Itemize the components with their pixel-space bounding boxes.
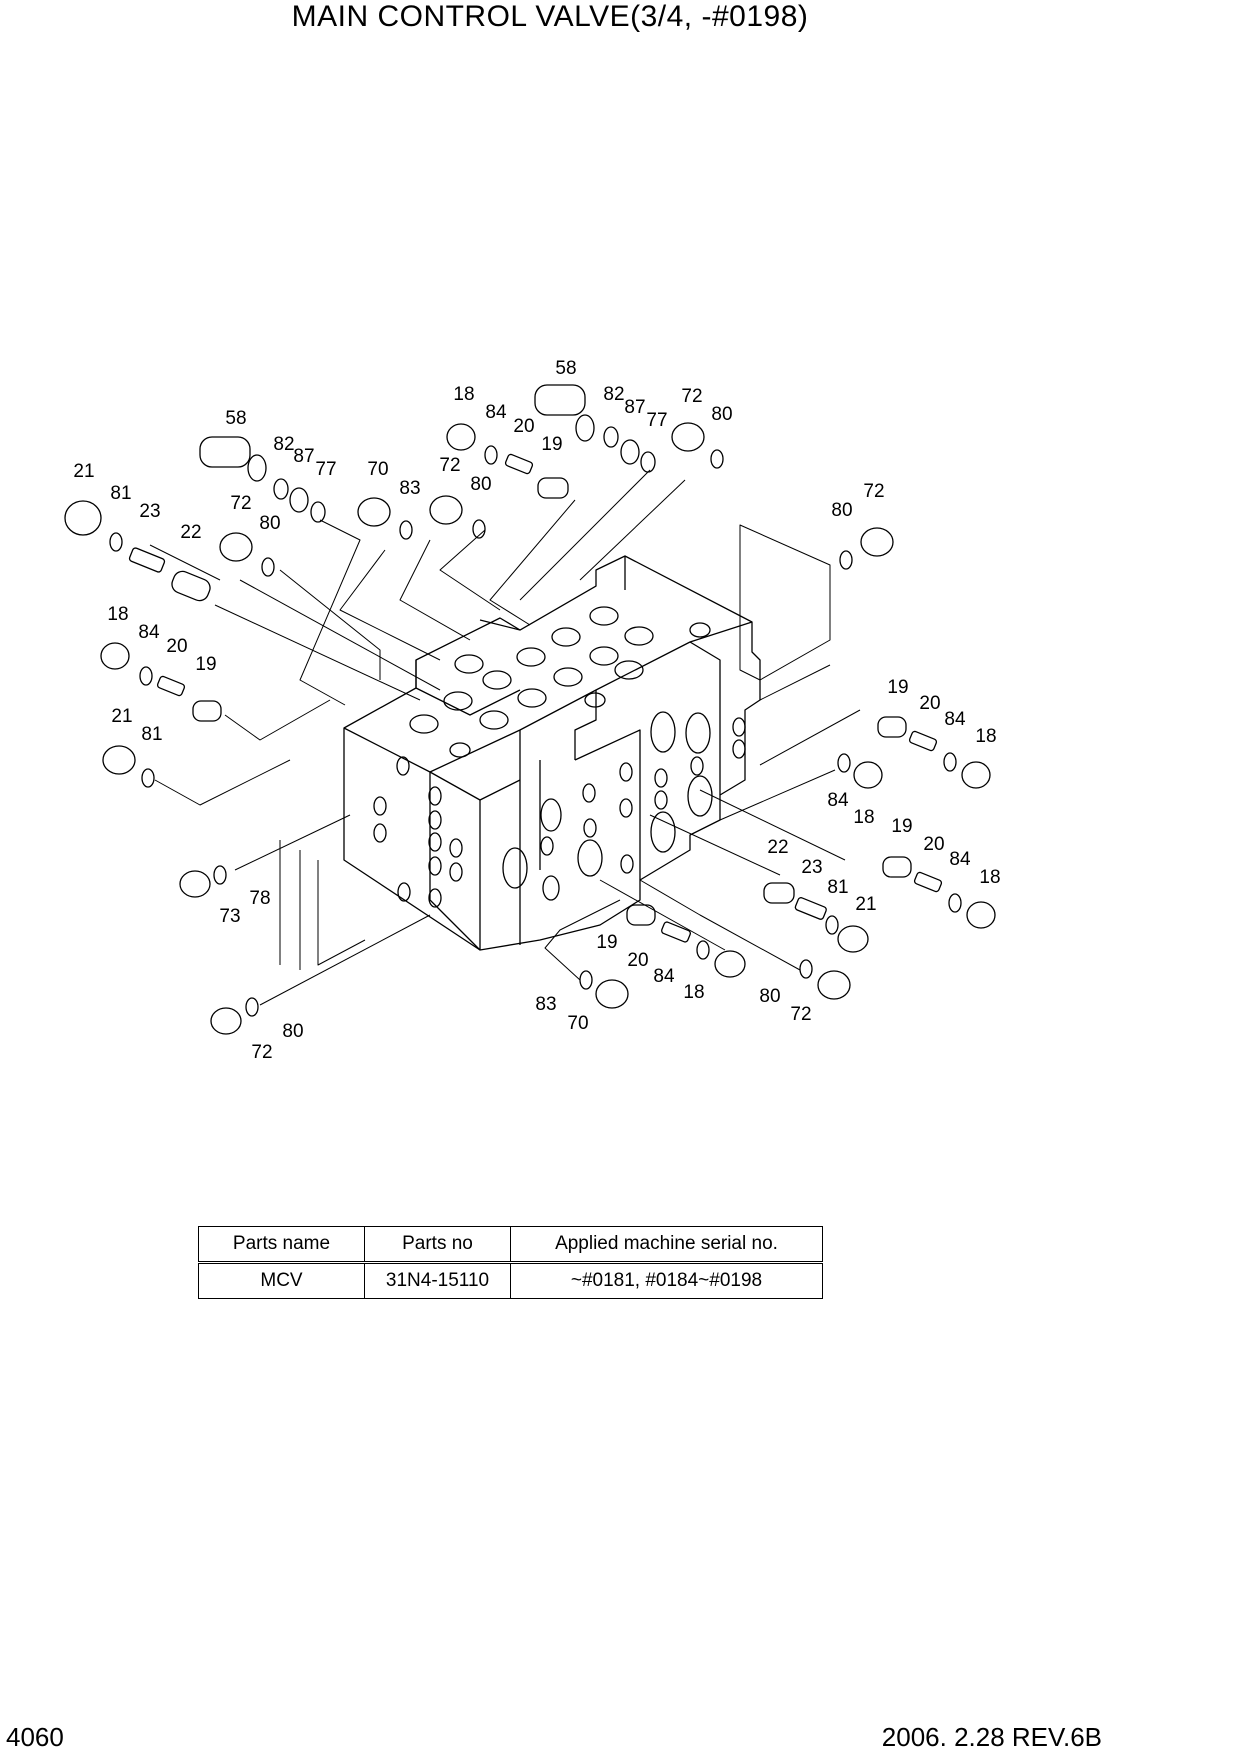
callout-label: 72	[439, 455, 460, 476]
callout-label: 83	[399, 478, 420, 499]
callout-label: 84	[138, 622, 160, 643]
callout-label: 84	[485, 402, 507, 423]
callout-label: 22	[180, 522, 201, 543]
callout-label: 87	[293, 446, 314, 467]
callout-label: 21	[855, 894, 876, 915]
callout-label: 20	[627, 950, 648, 971]
plug-58-top	[534, 384, 595, 442]
callout-label: 77	[315, 459, 336, 480]
callout-label: 23	[139, 501, 160, 522]
callout-label: 19	[195, 654, 216, 675]
callout-label: 19	[596, 932, 617, 953]
callout-label: 20	[923, 834, 944, 855]
callout-label: 18	[979, 867, 1000, 888]
callout-label: 84	[827, 790, 849, 811]
callout-label: 18	[107, 604, 128, 625]
callout-label: 21	[111, 706, 132, 727]
table-header-cell: Parts no	[364, 1226, 511, 1264]
plug-58-left	[199, 436, 267, 482]
callout-label: 72	[790, 1004, 811, 1025]
callout-label: 19	[891, 816, 912, 837]
callout-label: 81	[141, 724, 162, 745]
callout-label: 80	[831, 500, 852, 521]
valve-parts	[64, 384, 996, 1035]
table-cell: MCV	[198, 1262, 365, 1299]
table-cell: 31N4-15110	[364, 1262, 511, 1299]
callout-label: 23	[801, 857, 822, 878]
table-header-row: Parts name Parts no Applied machine seri…	[198, 1226, 823, 1264]
callout-label: 82	[603, 384, 624, 405]
table-header-cell: Parts name	[198, 1226, 365, 1264]
callout-label: 22	[767, 837, 788, 858]
callout-label: 19	[541, 434, 562, 455]
callout-label: 80	[282, 1021, 303, 1042]
valve-ports	[373, 606, 746, 908]
callout-label: 20	[919, 693, 940, 714]
page-title: MAIN CONTROL VALVE(3/4, -#0198)	[291, 0, 809, 33]
parts-table: Parts name Parts no Applied machine seri…	[198, 1226, 823, 1299]
table-header-cell: Applied machine serial no.	[510, 1226, 823, 1264]
callout-label: 20	[513, 416, 534, 437]
callout-label: 18	[975, 726, 996, 747]
callout-label: 84	[949, 849, 971, 870]
callout-label: 18	[853, 807, 874, 828]
callout-label: 82	[273, 434, 294, 455]
page-number: 4060	[6, 1722, 64, 1752]
callout-label: 80	[759, 986, 780, 1007]
callout-label: 80	[470, 474, 491, 495]
table-cell: ~#0181, #0184~#0198	[510, 1262, 823, 1299]
callout-label: 21	[73, 461, 94, 482]
callout-label: 72	[230, 493, 251, 514]
callout-label: 80	[711, 404, 732, 425]
callout-label: 72	[681, 386, 702, 407]
callout-label: 84	[944, 709, 966, 730]
callout-label: 72	[863, 481, 884, 502]
callout-label: 18	[683, 982, 704, 1003]
callout-label: 77	[646, 410, 667, 431]
callout-label: 58	[225, 408, 246, 429]
callout-label: 81	[827, 877, 848, 898]
callout-label: 58	[555, 358, 576, 379]
callout-label: 70	[567, 1013, 588, 1034]
callout-label: 72	[251, 1042, 272, 1063]
callout-label: 83	[535, 994, 556, 1015]
callout-label: 19	[887, 677, 908, 698]
callout-label: 73	[219, 906, 240, 927]
leader-lines	[149, 469, 861, 1006]
callout-label: 78	[249, 888, 270, 909]
callout-label: 81	[110, 483, 131, 504]
callout-label: 84	[653, 966, 675, 987]
callout-label: 70	[367, 459, 388, 480]
callout-label: 80	[259, 513, 280, 534]
table-row: MCV 31N4-15110 ~#0181, #0184~#0198	[198, 1262, 823, 1299]
revision-date: 2006. 2.28 REV.6B	[881, 1722, 1102, 1752]
callout-label: 87	[624, 397, 645, 418]
callout-label: 18	[453, 384, 474, 405]
callout-label: 20	[166, 636, 187, 657]
